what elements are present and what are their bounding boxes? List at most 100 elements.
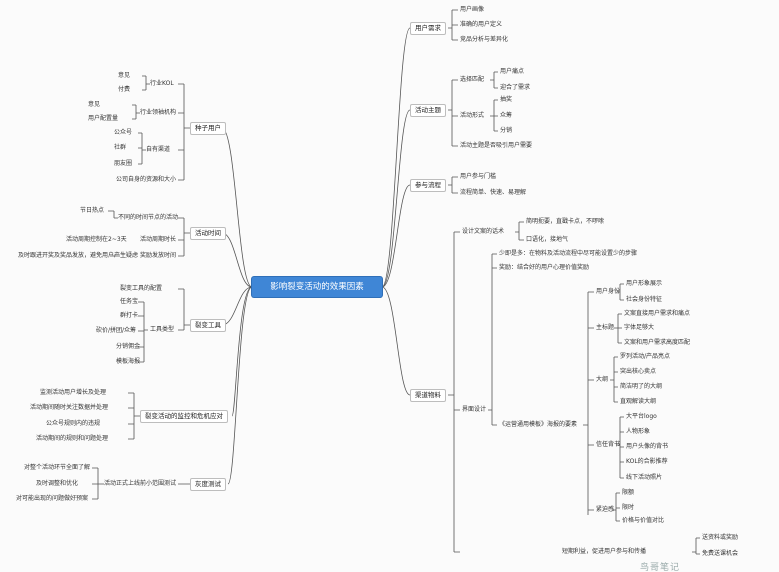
- subnode: 设计文案的话术: [462, 228, 505, 235]
- connector: [614, 313, 622, 344]
- connector: [142, 75, 150, 91]
- node-fission-tools[interactable]: 裂变工具: [190, 319, 226, 332]
- connector: [231, 286, 253, 417]
- connector: [138, 132, 146, 165]
- leaf-node: 对整个活动环节全面了解: [24, 464, 91, 471]
- leaf-node: 价格与价值对比: [622, 517, 665, 524]
- node-activity-theme[interactable]: 活动主题: [410, 104, 446, 117]
- connector: [610, 356, 618, 403]
- connector: [692, 537, 700, 555]
- leaf-node: 付费: [118, 86, 131, 93]
- subnode: 选择匹配: [460, 76, 485, 83]
- subnode: 工具类型: [150, 326, 175, 333]
- leaf-node: 任务宝: [120, 298, 139, 305]
- root-node[interactable]: 影响裂变活动的效果因素: [252, 277, 382, 297]
- leaf-node: 用户痛点: [500, 68, 525, 75]
- node-activity-time[interactable]: 活动时间: [190, 227, 226, 240]
- leaf-node: 砍价/拼团/众筹: [96, 327, 137, 334]
- connector: [448, 176, 458, 194]
- leaf-node: 公众号规则内的违规: [46, 420, 101, 427]
- subnode: 行业领袖机构: [140, 109, 177, 116]
- leaf-node: 裂变工具的配置: [120, 285, 163, 292]
- leaf-node: 朋友圈: [114, 160, 133, 167]
- leaf-node: 对可能出现的问题做好预案: [16, 495, 89, 502]
- connector: [178, 83, 190, 181]
- connector: [128, 392, 140, 440]
- leaf-node: 口语化，接地气: [526, 236, 569, 243]
- node-monitoring-crisis[interactable]: 裂变活动的监控和危机应对: [140, 410, 228, 423]
- leaf-node: 分销佣金: [116, 343, 141, 350]
- leaf-node: 简明扼要，直戳卡点，不啰嗦: [526, 218, 605, 225]
- leaf-node: 活动周期控制在2~3天: [66, 236, 127, 243]
- node-channel-materials[interactable]: 渠道物料: [410, 389, 446, 402]
- connector: [108, 210, 118, 219]
- watermark: 鸟哥笔记: [640, 563, 681, 572]
- node-seed-users[interactable]: 种子用户: [190, 122, 226, 135]
- connector: [616, 416, 624, 479]
- leaf-node: 监测活动用户增长及处理: [40, 389, 107, 396]
- leaf-node: 模板海报: [116, 358, 141, 365]
- leaf-node: 用户头像的背书: [626, 443, 669, 450]
- leaf-node: 活动周期时长: [140, 236, 177, 243]
- subnode: 短期利益，促进用户参与和传播: [562, 548, 647, 555]
- subnode: 用户身份: [596, 288, 621, 295]
- connector: [448, 79, 458, 147]
- leaf-node: 送资料或奖励: [702, 534, 739, 541]
- connector: [178, 288, 190, 331]
- leaf-node: 活动期间随时关注数据并处理: [30, 404, 109, 411]
- node-participation-flow[interactable]: 参与流程: [410, 179, 446, 192]
- leaf-node: 及时调整和优化: [36, 480, 79, 487]
- leaf-node: 流程简单、快速、易理解: [460, 189, 527, 196]
- connector: [381, 27, 411, 288]
- subnode: 主标题: [596, 324, 615, 331]
- leaf-node: 不同的时间节点的活动: [118, 214, 179, 221]
- connector: [448, 231, 460, 553]
- leaf-node: 迎合了需求: [500, 84, 531, 91]
- leaf-node: 竞品分析与差异化: [460, 36, 509, 43]
- leaf-node: 限额: [622, 489, 635, 496]
- subnode: 紧迫感: [596, 506, 615, 513]
- leaf-node: 公司自身的资源和大小: [116, 176, 177, 183]
- node-user-needs[interactable]: 用户需求: [410, 22, 446, 35]
- leaf-node: 免费送课机会: [702, 550, 739, 557]
- node-gray-test[interactable]: 灰度测试: [190, 478, 226, 491]
- leaf-node: 字体足够大: [624, 324, 655, 331]
- subnode: 信任背书: [596, 441, 621, 448]
- connector: [138, 301, 148, 363]
- leaf-node: 文案直接用户需求和痛点: [624, 310, 691, 317]
- leaf-node: 意见: [118, 72, 131, 79]
- leaf-node: 用户参与门槛: [460, 173, 497, 180]
- connector: [221, 232, 253, 288]
- leaf-node: 活动主题是否吸引用户需要: [460, 142, 533, 149]
- connector: [92, 467, 104, 500]
- connector: [381, 109, 411, 288]
- subnode: 《运营通用模板》海报的要素: [499, 421, 578, 428]
- leaf-node: 直观解读大纲: [620, 398, 657, 405]
- leaf-node: 罗列活动/产品亮点: [620, 353, 671, 360]
- leaf-node: 用户形象展示: [626, 280, 663, 287]
- leaf-node: 及时跟进开奖及奖品发放，避免用户产生疑虑: [18, 252, 139, 259]
- leaf-node: 用户画像: [460, 6, 485, 13]
- leaf-node: 人物形象: [626, 428, 651, 435]
- leaf-node: 活动期间的规则和问题处理: [36, 435, 109, 442]
- connector: [132, 104, 140, 120]
- connector: [490, 99, 498, 132]
- subnode: 行业KOL: [150, 80, 174, 87]
- connector: [178, 217, 190, 257]
- connector: [381, 286, 411, 396]
- leaf-node: KOL的合影推荐: [626, 458, 668, 465]
- leaf-node: 简洁明了的大纲: [620, 383, 663, 390]
- leaf-node: 社群: [114, 144, 127, 151]
- leaf-node: 群打卡: [120, 312, 139, 319]
- leaf-node: 用户配置量: [88, 115, 119, 122]
- leaf-node: 众筹: [500, 112, 513, 119]
- connector: [227, 286, 253, 485]
- leaf-node: 突出核心卖点: [620, 368, 657, 375]
- leaf-node: 公众号: [114, 129, 133, 136]
- leaf-node: 限时: [622, 504, 635, 511]
- leaf-node: 线下活动照片: [626, 474, 663, 481]
- connector: [617, 283, 624, 301]
- leaf-node: 准确的用户定义: [460, 21, 503, 28]
